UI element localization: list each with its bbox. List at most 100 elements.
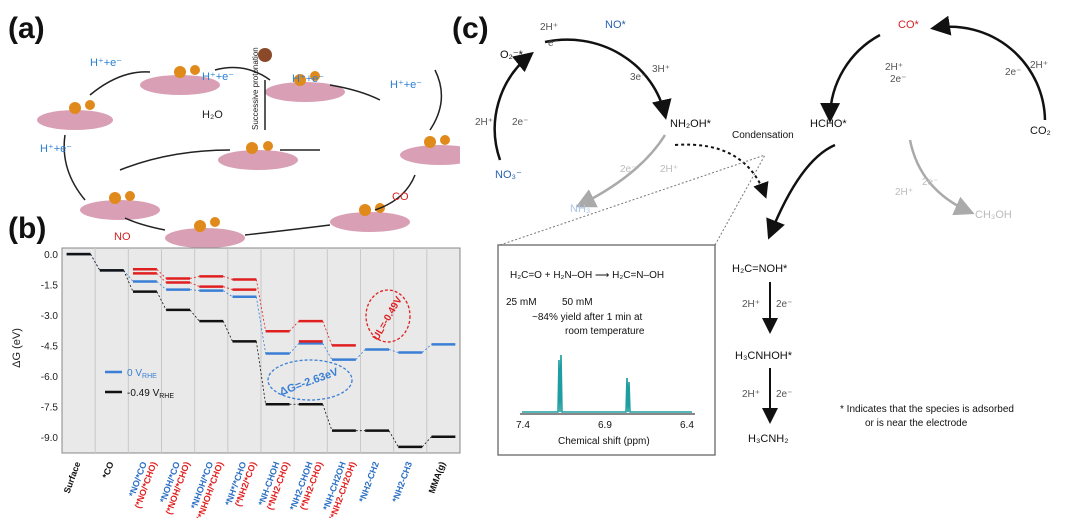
left-step-5: 3H⁺ [652,64,670,75]
hcho-species: HCHO* [810,118,847,130]
connector-1-4 [189,309,200,322]
chain-species-1: H₂C=NOH* [732,263,788,275]
y-ticks: 0.0 -1.5 -3.0 -4.5 -6.0 -7.5 -9.0 [41,250,59,444]
panel-a-label: (a) [8,12,45,45]
connector-0-8 [322,343,333,360]
left-step-2: 2e⁻ [512,117,528,128]
chain-step-1a: 2H⁺ [742,299,760,310]
successive-protonation-label: Successive protonation [251,47,260,130]
right-step-2: 2e⁻ [890,74,906,85]
step-label-3: H⁺+e⁻ [292,73,324,85]
right-step-1: 2H⁺ [885,62,903,73]
connector-1-3 [156,291,167,311]
step-label-water: H₂O [202,109,223,121]
y-tick-label: -1.5 [41,281,59,292]
chain-species-3: H₃CNH₂ [748,433,789,445]
right-step-4: 2H⁺ [1030,60,1048,71]
nh2oh-species: NH₂OH* [670,118,712,130]
step-label-1: H⁺+e⁻ [90,57,122,69]
right-cycle: CO* HCHO* CO₂ CH₃OH 2H⁺ 2e⁻ 2e⁻ 2H⁺ 2e⁻ … [766,15,1051,240]
grid-lines [94,248,428,453]
connector-0-5 [222,290,233,298]
x-tick-labels: Surface*CO*NO/*CO(*NO/*CHO)*NOH/*CO(*NOH… [62,460,448,518]
step-label-4: H⁺+e⁻ [390,79,422,91]
chain-step-2b: 2e⁻ [776,389,792,400]
panel-c-diagram: NO₃⁻ NO* O₂⁻* NH₂OH* NH₃ 2H⁺ 2e⁻ 2H⁺ e⁻ … [475,15,1051,456]
connector-0-10 [388,349,399,353]
series-levels [66,252,456,449]
left-step-3: 2H⁺ [540,22,558,33]
step-label-no: NO [114,231,131,243]
x-tick-label: *CO [100,460,115,479]
chain-species-2: H₃CNHOH* [735,350,793,362]
condensation-label: Condensation [732,130,794,141]
panel-b-label: (b) [8,212,47,245]
connector-2-4 [189,276,200,279]
connector-1-6 [255,341,267,405]
nmr-xlabel: Chemical shift (ppm) [558,436,650,447]
connector-1-1 [90,253,101,271]
legend-entry-049v: -0.49 VRHE [127,388,174,400]
condensation-arrow: Condensation [674,130,794,199]
energy-profile-chart: ΔG (eV) 0.0 -1.5 -3.0 -4.5 -6.0 -7.5 -9.0 Surf… [11,247,461,518]
nh3-species: NH₃ [570,203,590,215]
connector-3-5 [223,286,233,290]
connector-2-6 [255,279,267,332]
reduction-chain: H₂C=NOH* 2H⁺ 2e⁻ H₃CNHOH* 2H⁺ 2e⁻ H₃CNH₂ [732,263,793,445]
ch3oh-species: CH₃OH [975,209,1012,221]
nmr-xtick-1: 7.4 [516,420,530,431]
left-step-7: 2e⁻ [620,164,636,175]
footnote-line-2: or is near the electrode [865,418,968,429]
panel-c-label: (c) [452,12,489,45]
catalyst-surfaces [37,75,460,248]
conc-hydroxylamine: 50 mM [562,297,593,308]
connector-1-8 [322,404,333,431]
connector-0-4 [189,289,200,292]
yield-line-1: ~84% yield after 1 min at [532,312,643,323]
chain-step-1b: 2e⁻ [776,299,792,310]
y-tick-label: -9.0 [41,433,59,444]
connector-3-4 [189,282,200,287]
right-step-6: 2H⁺ [895,187,913,198]
co2-species: CO₂ [1030,125,1051,137]
right-step-5: 2e⁻ [922,177,938,188]
left-step-4: e⁻ [548,38,559,49]
y-tick-label: -6.0 [41,372,59,383]
connector-2-8 [322,320,333,346]
y-tick-label: -3.0 [41,311,59,322]
nmr-spectrum [522,354,692,413]
no3-species: NO₃⁻ [495,169,522,181]
left-cycle: NO₃⁻ NO* O₂⁻* NH₂OH* NH₃ 2H⁺ 2e⁻ 2H⁺ e⁻ … [475,19,712,215]
left-step-8: 2H⁺ [660,164,678,175]
o2-species: O₂⁻* [500,49,524,61]
y-tick-label: -7.5 [41,402,59,413]
legend-entry-0v: 0 VRHE [127,368,157,380]
right-step-3: 2e⁻ [1005,67,1021,78]
y-axis-label: ΔG (eV) [11,328,23,368]
panel-a-diagram: H⁺+e⁻ H⁺+e⁻ H⁺+e⁻ H⁺+e⁻ H⁺+e⁻ H₂O NO CO … [37,47,460,248]
co-species: CO* [898,19,920,31]
x-tick-label: Surface [62,460,83,494]
nmr-inset: H₂C=O + H₂N–OH ⟶ H₂C=N–OH 25 mM 50 mM ~8… [497,154,766,456]
step-label-co: CO [392,191,409,203]
y-tick-label: 0.0 [44,250,58,261]
legend: 0 VRHE -0.49 VRHE [105,368,174,400]
nmr-xtick-3: 6.4 [680,420,694,431]
y-tick-label: -4.5 [41,341,59,352]
connector-2-5 [223,276,233,280]
connector-1-10 [388,430,399,448]
connector-0-2 [123,270,134,282]
footnote-line-1: * Indicates that the species is adsorbed [840,404,1014,415]
left-step-1: 2H⁺ [475,117,493,128]
conc-formaldehyde: 25 mM [506,297,537,308]
x-tick-label: MMA(g) [427,460,448,494]
yield-line-2: room temperature [565,326,645,337]
reaction-scheme: H₂C=O + H₂N–OH ⟶ H₂C=N–OH [510,270,664,281]
step-label-2: H⁺+e⁻ [202,71,234,83]
no-species: NO* [605,19,627,31]
adsorbates [69,48,450,232]
chain-step-2a: 2H⁺ [742,389,760,400]
step-label-5: H⁺+e⁻ [40,143,72,155]
connector-0-6 [255,296,267,354]
x-tick-label: *NH2-CH3 [390,460,414,503]
